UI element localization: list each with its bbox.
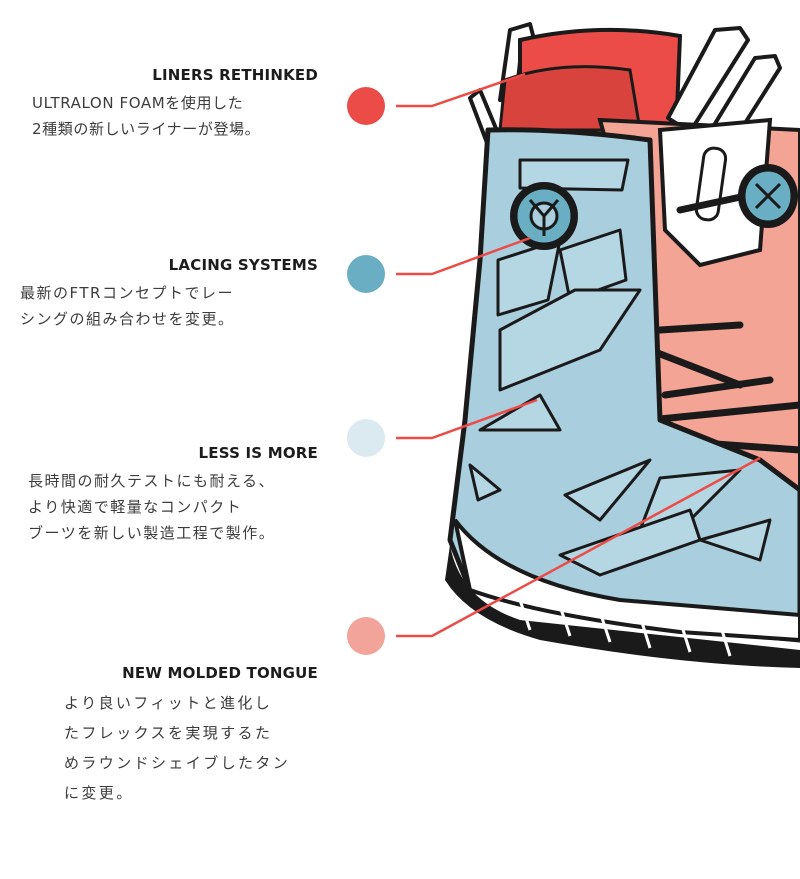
feature-liners: LINERS RETHINKED ULTRALON FOAMを使用した 2種類の…: [20, 66, 318, 142]
callout-lines: [396, 72, 761, 638]
upper-panel: [657, 117, 773, 268]
liner-marker-dot: [347, 87, 385, 125]
boa-dial-tongue-icon: [738, 164, 798, 228]
feature-body: より良いフィットと進化し たフレックスを実現するた めラウンドシェイブしたタン …: [64, 694, 291, 802]
feature-title: LESS IS MORE: [198, 444, 318, 462]
shell-panels: [468, 158, 772, 577]
feature-title: LINERS RETHINKED: [152, 66, 318, 84]
lacing-marker-dot: [347, 255, 385, 293]
tongue-marker-dot: [347, 617, 385, 655]
feature-title: NEW MOLDED TONGUE: [122, 664, 318, 682]
feature-body: 最新のFTRコンセプトでレー シングの組み合わせを変更。: [20, 284, 235, 328]
feature-body: ULTRALON FOAMを使用した 2種類の新しいライナーが登場。: [32, 94, 261, 138]
midsole: [453, 518, 800, 643]
boa-dial-side-icon: [510, 182, 578, 250]
panel-slot: [694, 146, 728, 222]
outsole: [445, 545, 800, 668]
feature-lacing: LACING SYSTEMS 最新のFTRコンセプトでレー シングの組み合わせを…: [20, 256, 318, 332]
outsole-treads: [518, 599, 732, 657]
feature-molded-tongue: NEW MOLDED TONGUE より良いフィットと進化し たフレックスを実現…: [20, 664, 318, 808]
feature-title: LACING SYSTEMS: [168, 256, 318, 274]
feature-less-is-more: LESS IS MORE 長時間の耐久テストにも耐える、 より快適で軽量なコンパ…: [20, 444, 318, 546]
laces: [646, 191, 800, 454]
feature-body: 長時間の耐久テストにも耐える、 より快適で軽量なコンパクト ブーツを新しい製造工…: [28, 472, 276, 542]
shell-marker-dot: [347, 419, 385, 457]
